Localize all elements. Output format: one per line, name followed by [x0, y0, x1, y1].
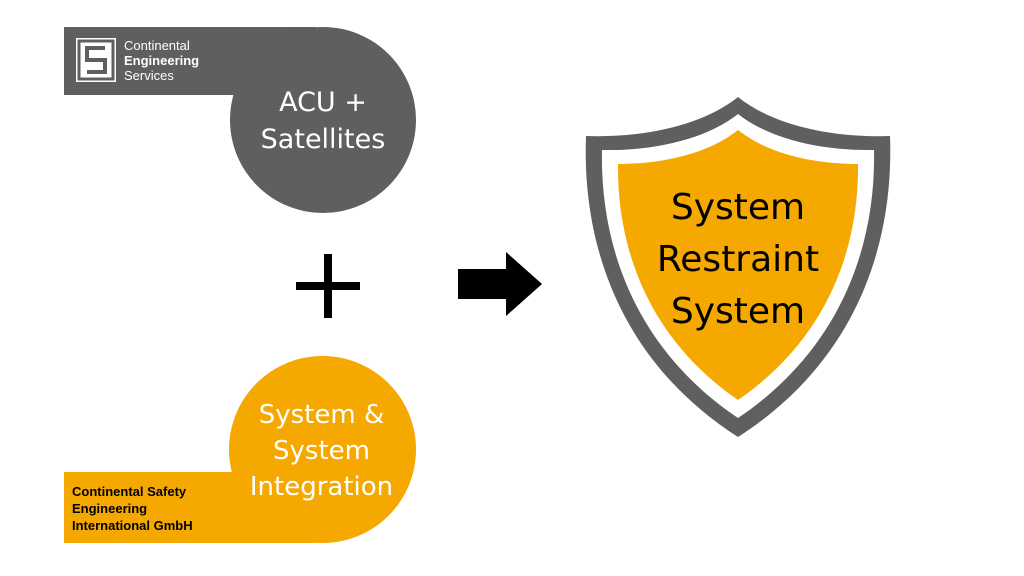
shield-icon — [582, 92, 894, 442]
acu-satellites-label: ACU + Satellites — [230, 84, 416, 158]
company-line-1: Continental Safety — [72, 484, 187, 499]
right-arrow-icon — [458, 252, 542, 316]
company-line-2: Engineering — [72, 501, 148, 516]
integration-label-line-1: System & — [258, 400, 385, 430]
system-integration-circle — [229, 356, 416, 543]
company-name: Continental Safety Engineering Internati… — [72, 483, 193, 534]
logo-wordmark: Continental Engineering Services — [124, 38, 199, 83]
integration-label-line-2: System — [273, 436, 370, 466]
continental-engineering-services-logo-icon — [76, 38, 116, 82]
logo-line-1: Continental — [124, 38, 190, 53]
shield-label-line-2: Restraint — [656, 239, 820, 280]
system-integration-label: System & System Integration — [229, 397, 414, 505]
acu-label-line-1: ACU + — [279, 87, 367, 118]
acu-satellites-circle — [230, 27, 416, 213]
acu-label-line-2: Satellites — [260, 124, 386, 155]
shield-label-line-1: System — [670, 187, 806, 228]
company-line-3: International GmbH — [72, 518, 193, 533]
integration-label-line-3: Integration — [249, 472, 394, 502]
system-restraint-system-label: System Restraint System — [600, 182, 876, 338]
logo-line-2: Engineering — [124, 53, 200, 68]
logo-line-3: Services — [124, 68, 174, 83]
plus-icon — [296, 254, 360, 318]
shield-label-line-3: System — [670, 291, 806, 332]
